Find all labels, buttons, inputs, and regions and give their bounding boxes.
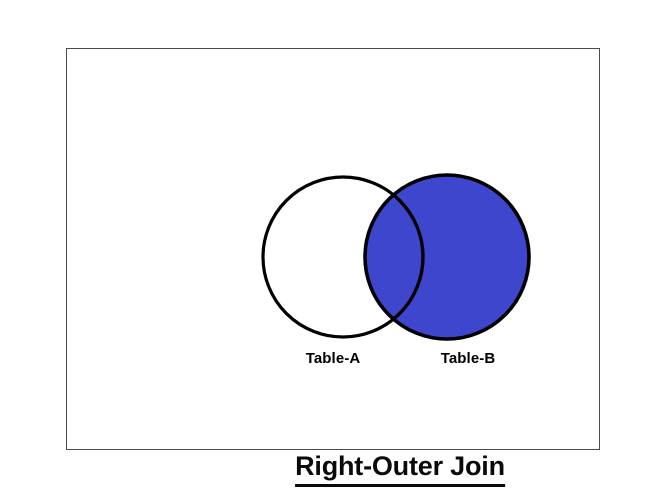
circle-table-b-fill <box>365 175 529 339</box>
circle-table-a-overlap-arc <box>365 175 425 339</box>
label-table-b: Table-B <box>440 350 496 367</box>
venn-svg <box>261 173 531 341</box>
label-table-a: Table-A <box>305 350 361 367</box>
diagram-frame: Table-A Table-B Right-Outer Join <box>66 48 600 488</box>
venn-diagram <box>247 167 547 347</box>
diagram-title: Right-Outer Join <box>295 451 505 488</box>
circle-table-b <box>363 173 531 341</box>
